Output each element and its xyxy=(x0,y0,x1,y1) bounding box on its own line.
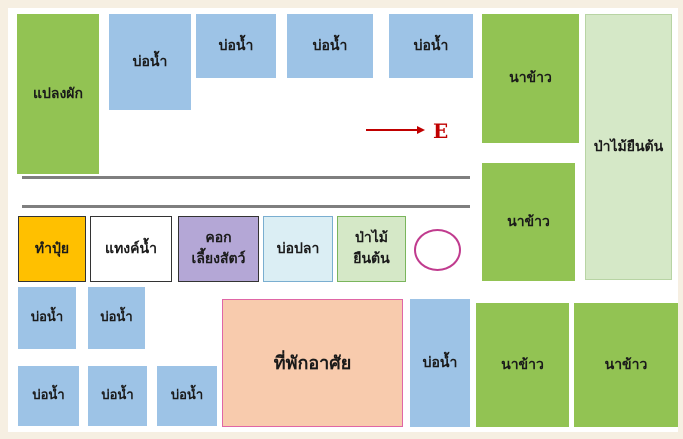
fish-pond-middle: บ่อปลา xyxy=(263,216,333,282)
residence: ที่พักอาศัย xyxy=(222,299,403,427)
small-forest-label-2: ยืนต้น xyxy=(353,251,390,267)
small-forest: ป่าไม้ ยืนต้น xyxy=(337,216,406,282)
east-arrow-head xyxy=(417,126,425,134)
east-arrow-line xyxy=(366,129,418,131)
road-line-upper xyxy=(22,176,470,179)
rice-field-bottom-1: นาข้าว xyxy=(476,303,569,427)
pond-bottom-5: บ่อน้ำ xyxy=(157,366,217,426)
pond-top-2: บ่อน้ำ xyxy=(196,14,276,78)
vegetable-plot: แปลงผัก xyxy=(17,14,99,174)
well-circle xyxy=(414,229,461,271)
forest-right: ป่าไม้ยืนต้น xyxy=(585,14,672,280)
rice-field-middle: นาข้าว xyxy=(482,163,575,281)
pond-bottom-2: บ่อน้ำ xyxy=(88,287,145,349)
pond-top-4: บ่อน้ำ xyxy=(389,14,473,78)
pond-bottom-right: บ่อน้ำ xyxy=(410,299,470,427)
pond-top-3: บ่อน้ำ xyxy=(287,14,373,78)
animal-pen-label-2: เลี้ยงสัตว์ xyxy=(191,251,246,267)
pond-bottom-4: บ่อน้ำ xyxy=(88,366,147,426)
compost-area: ทำปุ๋ย xyxy=(18,216,86,282)
east-label: E xyxy=(433,119,449,143)
pond-bottom-3: บ่อน้ำ xyxy=(18,366,79,426)
small-forest-label-1: ป่าไม้ xyxy=(354,230,389,246)
water-tank: แทงค์น้ำ xyxy=(90,216,172,282)
road-line-lower xyxy=(22,205,470,208)
rice-field-top: นาข้าว xyxy=(482,14,579,143)
pond-top-1: บ่อน้ำ xyxy=(109,14,191,110)
rice-field-bottom-2: นาข้าว xyxy=(574,303,678,427)
animal-pen: คอก เลี้ยงสัตว์ xyxy=(178,216,259,282)
animal-pen-label-1: คอก xyxy=(205,230,232,246)
pond-bottom-1: บ่อน้ำ xyxy=(18,287,76,349)
